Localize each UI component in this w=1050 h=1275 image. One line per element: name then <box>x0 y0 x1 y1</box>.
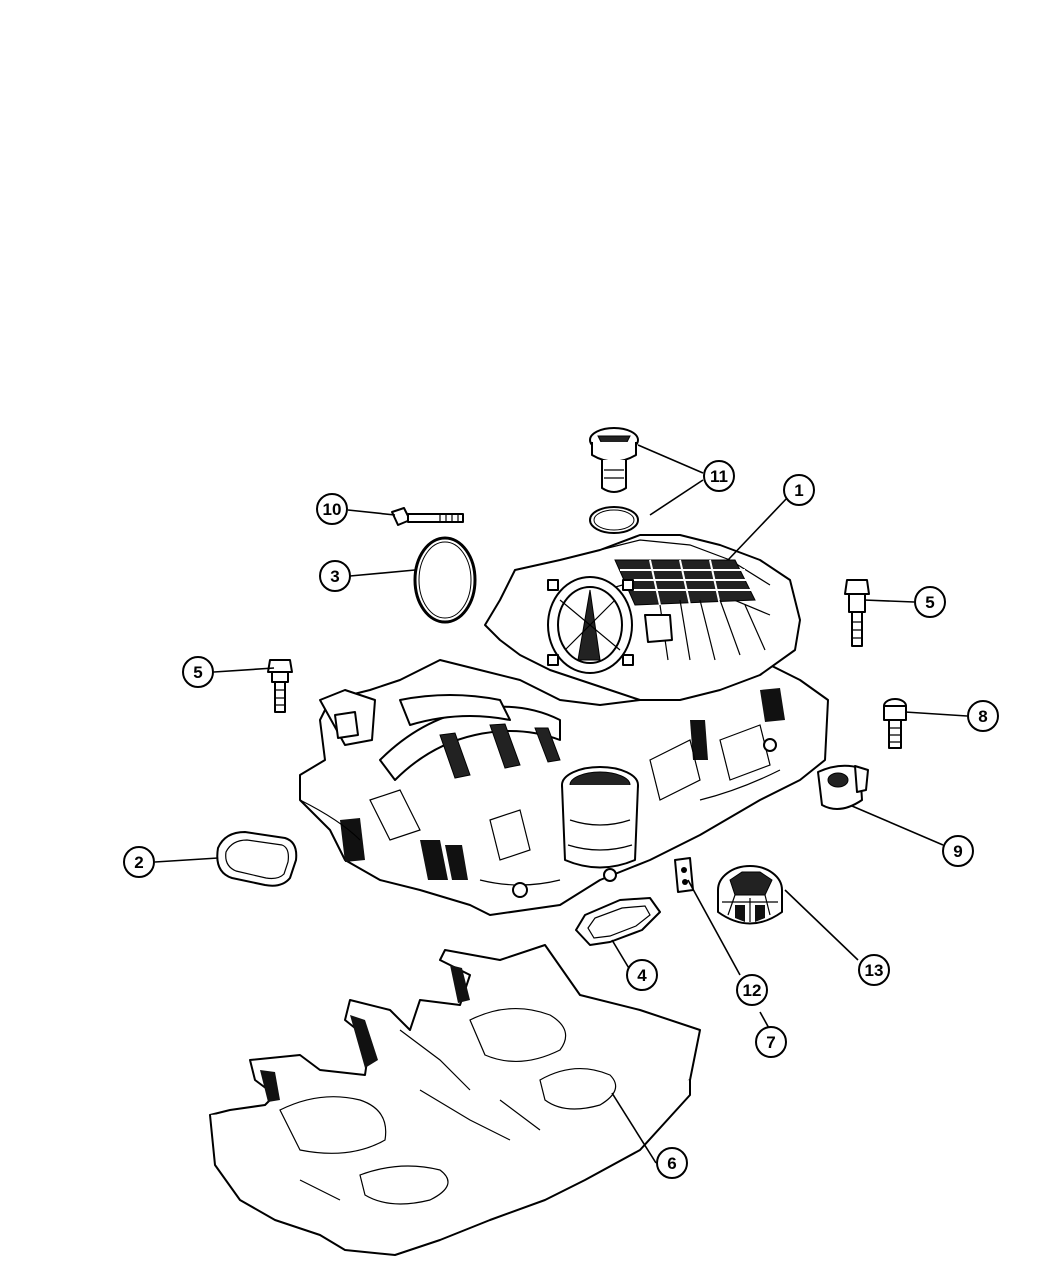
callout-12: 12 <box>736 974 768 1006</box>
intake-manifold <box>299 534 829 916</box>
svg-text:11: 11 <box>710 467 728 486</box>
part-11-sensor <box>589 427 639 493</box>
part-11-oring <box>589 506 639 534</box>
part-2-gasket <box>216 831 298 887</box>
lower-intake-tray <box>209 944 701 1256</box>
part-5-stud-right <box>844 579 870 647</box>
svg-text:13: 13 <box>865 961 884 980</box>
part-13-cap <box>717 865 783 925</box>
callout-13: 13 <box>858 954 890 986</box>
callout-2: 2 <box>123 846 155 878</box>
callout-7: 7 <box>755 1026 787 1058</box>
svg-text:4: 4 <box>637 966 647 985</box>
svg-text:7: 7 <box>766 1033 775 1052</box>
part-9-clip <box>817 764 869 810</box>
svg-text:5: 5 <box>193 663 202 682</box>
svg-text:12: 12 <box>743 981 762 1000</box>
part-8-bolt <box>883 698 907 749</box>
manifold-riser <box>561 766 639 869</box>
svg-text:2: 2 <box>134 853 143 872</box>
part-12-plate <box>674 857 694 893</box>
callout-3: 3 <box>319 560 351 592</box>
svg-text:1: 1 <box>794 481 803 500</box>
part-5-stud-left <box>267 659 293 713</box>
svg-text:9: 9 <box>953 842 962 861</box>
plenum-ribs <box>614 559 756 606</box>
callout-11: 11 <box>703 460 735 492</box>
svg-text:10: 10 <box>323 500 342 519</box>
callout-8: 8 <box>967 700 999 732</box>
throttle-body <box>547 576 634 674</box>
leader-lines <box>154 444 968 1164</box>
callout-10: 10 <box>316 493 348 525</box>
svg-text:3: 3 <box>330 567 339 586</box>
svg-text:8: 8 <box>978 707 987 726</box>
svg-text:6: 6 <box>667 1154 676 1173</box>
svg-text:5: 5 <box>925 593 934 612</box>
part-10-bolt <box>391 507 464 526</box>
callout-4: 4 <box>626 959 658 991</box>
callout-5-left: 5 <box>182 656 214 688</box>
part-3-gasket-ring <box>413 536 477 624</box>
callout-6: 6 <box>656 1147 688 1179</box>
callout-5-right: 5 <box>914 586 946 618</box>
callout-9: 9 <box>942 835 974 867</box>
part-4-gasket <box>575 897 661 946</box>
callout-1: 1 <box>783 474 815 506</box>
